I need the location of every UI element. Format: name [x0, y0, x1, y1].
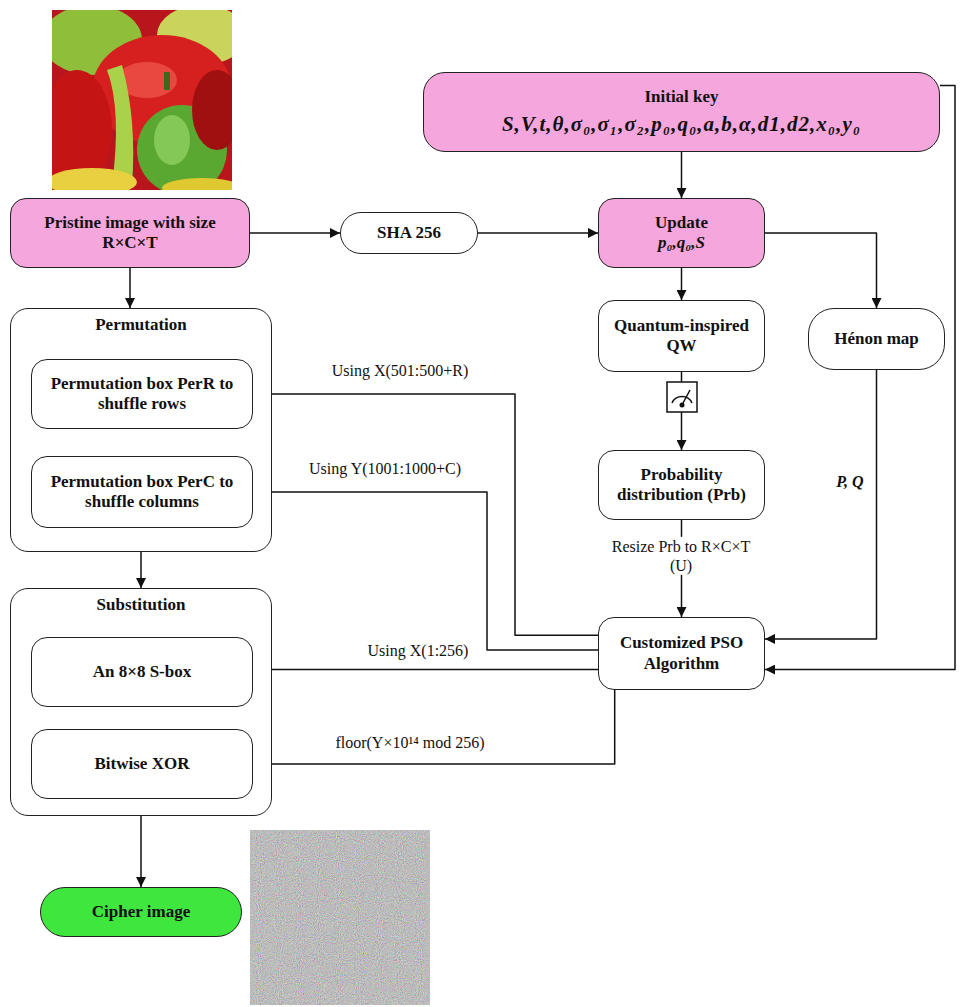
input-box: Pristine image with size R×C×T: [10, 198, 250, 268]
flow-arrow: [140, 816, 142, 887]
edge-label: P, Q: [833, 472, 866, 491]
flow-arrow: [681, 520, 683, 617]
process-box: Permutation box PerR to shuffle rows: [31, 359, 253, 429]
flow-arrow: [765, 233, 877, 308]
node-subtext: S,V,t,θ,σ₀,σ₁,σ₂,p₀,q₀,a,b,α,d1,d2,x₀,y₀: [502, 112, 861, 137]
flow-arrow: [253, 492, 598, 650]
node-text: Probability distribution (Prb): [607, 465, 756, 506]
edge-label: Using X(501:500+R): [329, 361, 472, 380]
process-box: An 8×8 S-box: [31, 637, 253, 707]
flow-arrow: [253, 394, 598, 635]
node-text: Substitution: [11, 595, 271, 615]
node-text: Permutation box PerR to shuffle rows: [40, 374, 244, 415]
node-text: Bitwise XOR: [95, 754, 190, 774]
permutation-group: PermutationPermutation box PerR to shuff…: [10, 308, 272, 552]
flow-arrow: [253, 669, 598, 671]
map-pill: Hénon map: [808, 308, 945, 370]
algorithm-box: Customized PSO Algorithm: [598, 617, 765, 690]
key-box: Initial keyS,V,t,θ,σ₀,σ₁,σ₂,p₀,q₀,a,b,α,…: [423, 72, 940, 152]
flow-arrow: [253, 690, 615, 764]
process-box: Probability distribution (Prb): [598, 450, 765, 520]
node-text: Quantum-inspired QW: [607, 316, 756, 357]
edge-label: floor(Y×10¹⁴ mod 256): [332, 733, 487, 752]
process-box: Bitwise XOR: [31, 729, 253, 799]
flow-arrow: [250, 232, 340, 234]
node-text: Permutation box PerC to shuffle columns: [40, 472, 244, 513]
process-box: Permutation box PerC to shuffle columns: [31, 456, 253, 528]
node-text: Update: [655, 213, 708, 233]
node-text: Permutation: [11, 315, 271, 335]
edge-label: Using X(1:256): [365, 641, 472, 660]
node-text: Cipher image: [92, 902, 190, 922]
flow-arrow: [478, 232, 598, 234]
node-text: Customized PSO Algorithm: [607, 633, 756, 674]
node-text: Pristine image with size R×C×T: [19, 213, 241, 254]
node-text: An 8×8 S-box: [93, 662, 192, 682]
update-box: Updatep₀,q₀,S: [598, 198, 765, 268]
flow-arrow: [129, 268, 131, 308]
substitution-group: Substitution An 8×8 S-boxBitwise XOR: [10, 588, 272, 816]
flow-arrow: [765, 370, 877, 639]
flow-arrow: [681, 152, 683, 198]
edge-label: Resize Prb to R×C×T (U): [603, 537, 759, 575]
flow-arrow: [140, 552, 142, 588]
process-box: Quantum-inspired QW: [598, 300, 765, 372]
output-pill: Cipher image: [40, 887, 242, 937]
cipher-noise-image: [250, 830, 430, 1005]
hash-pill: SHA 256: [340, 212, 478, 254]
node-text: SHA 256: [377, 223, 441, 243]
flow-arrow: [765, 86, 955, 670]
peppers-photo: [52, 10, 232, 190]
node-text: Initial key: [644, 87, 718, 107]
flow-arrow: [681, 268, 683, 300]
node-subtext: p₀,q₀,S: [658, 233, 705, 253]
edge-label: Using Y(1001:1000+C): [306, 459, 464, 478]
measurement-symbol: [666, 381, 698, 413]
node-text: Hénon map: [834, 329, 919, 349]
